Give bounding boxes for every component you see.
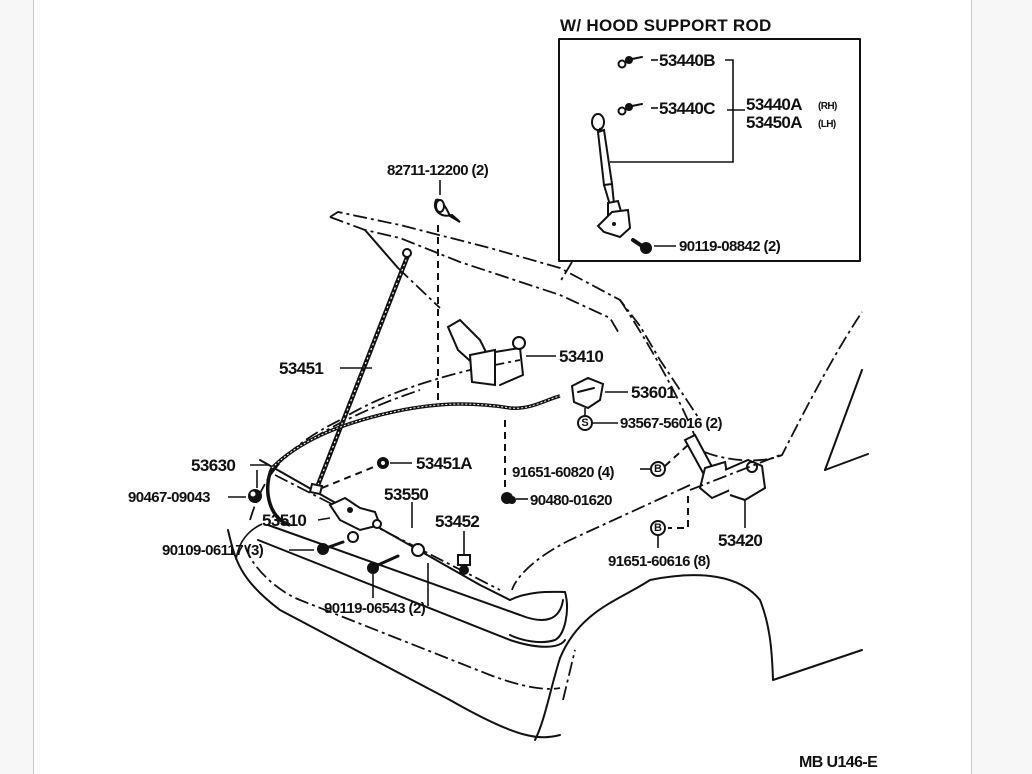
lock-release-53510-icon [328, 496, 382, 532]
bumper-cushion-53452-icon [457, 554, 471, 575]
diagram-sheet [33, 0, 972, 774]
label-90109-06117: 90109-06117 (3) [162, 542, 264, 559]
clip-82711-icon [434, 198, 461, 223]
label-53550: 53550 [384, 485, 428, 504]
label-90119-08842: 90119-08842 (2) [679, 238, 781, 255]
label-53440c: 53440C [659, 99, 715, 118]
label-53440b: 53440B [659, 51, 715, 70]
inset-frame [558, 38, 861, 262]
svg-text:B: B [654, 522, 662, 534]
dash-b-upper [664, 444, 689, 467]
bolt-90119-08842-icon [631, 238, 652, 254]
ball-joint-53440c-icon [617, 103, 643, 116]
ball-joint-53440b-icon [617, 56, 643, 69]
dash-53451a [321, 465, 377, 489]
release-cable-end [266, 467, 291, 527]
label-53420: 53420 [718, 531, 762, 550]
hood-lock-53601-icon [570, 376, 605, 410]
label-90467-09043: 90467-09043 [128, 489, 210, 506]
label-53440a-side: (RH) [818, 101, 837, 112]
b-marker-lower-icon: B [650, 520, 666, 536]
release-cable-inner [271, 395, 561, 469]
label-93567-56016: 93567-56016 (2) [620, 415, 723, 432]
label-53450a: 53450A [746, 113, 802, 132]
inset-title: W/ HOOD SUPPORT ROD [560, 16, 772, 35]
lock-mounting-line [689, 454, 781, 491]
label-82711-12200: 82711-12200 (2) [387, 162, 489, 179]
label-53440a: 53440A [746, 95, 802, 114]
grommet-53451a-icon [377, 457, 389, 469]
label-53601: 53601 [631, 383, 675, 402]
label-53410: 53410 [559, 347, 603, 366]
clip-90480-icon [501, 492, 516, 504]
dash-b-lower [668, 496, 689, 529]
clip-90467-icon [248, 489, 262, 503]
hood-hinge-53410-icon [446, 318, 526, 387]
label-90480-01620: 90480-01620 [530, 492, 612, 509]
label-90119-06543: 90119-06543 (2) [324, 600, 426, 617]
hood-lock-53420-icon [683, 433, 767, 502]
s-marker-icon: S [577, 415, 593, 431]
gas-strut-icon [591, 113, 632, 239]
label-53450a-side: (LH) [818, 119, 836, 130]
bolt-90119-06543-icon [367, 543, 425, 574]
screw-90109-icon [317, 531, 359, 555]
label-53510: 53510 [262, 511, 306, 530]
svg-text:S: S [581, 417, 588, 429]
leader-53510 [317, 517, 331, 521]
label-91651-60616: 91651-60616 (8) [608, 553, 711, 570]
svg-text:B: B [654, 463, 662, 475]
label-53451a: 53451A [416, 454, 472, 473]
hood-support-rod-icon [308, 248, 412, 496]
label-53451: 53451 [279, 359, 323, 378]
label-53452: 53452 [435, 512, 479, 531]
label-53630: 53630 [191, 456, 235, 475]
b-marker-upper-icon: B [650, 461, 666, 477]
bracket-53440 [610, 59, 734, 163]
diagram-code: MB U146-E [799, 754, 878, 771]
label-91651-60820: 91651-60820 (4) [512, 464, 615, 481]
